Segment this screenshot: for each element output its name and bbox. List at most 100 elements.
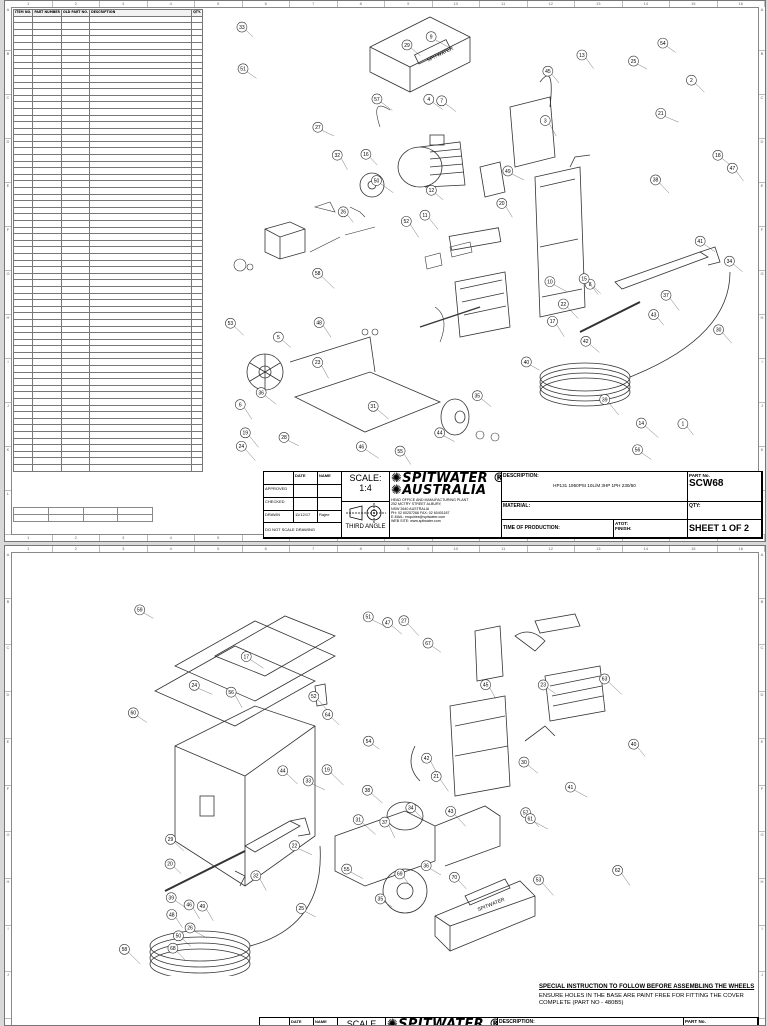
parts-list-row: [12, 226, 203, 235]
parts-list-row: [12, 167, 203, 175]
revision-table: [13, 507, 153, 522]
item-balloon: 5: [273, 331, 291, 348]
parts-list-row: [12, 384, 203, 393]
item-balloon: 15: [578, 273, 599, 295]
balloon-label: 17: [243, 654, 249, 660]
item-balloon: 44: [277, 765, 298, 785]
balloon-label: 39: [168, 895, 174, 901]
base-wheel-part: [246, 336, 470, 436]
parts-list-table: ITEM NO. PART NUMBER OLD PART NO. DESCRI…: [12, 9, 203, 472]
balloon-label: 25: [298, 906, 304, 912]
balloon-group: 1234567891011121314151617181920212223242…: [225, 21, 744, 465]
item-balloon: 16: [360, 148, 378, 166]
parts-list-row: [12, 121, 203, 129]
balloon-label: 8: [589, 282, 592, 288]
balloon-label: 42: [583, 339, 589, 345]
item-balloon: 24: [189, 680, 213, 695]
parts-list-row: [12, 444, 203, 452]
balloon-label: 63: [602, 677, 608, 683]
balloon-label: 23: [540, 683, 546, 689]
item-balloon: 28: [278, 432, 299, 446]
balloon-label: 31: [355, 817, 361, 823]
balloon-label: 24: [192, 683, 198, 689]
item-balloon: 4: [423, 94, 443, 110]
parts-list-row: [12, 193, 203, 202]
parts-list-row: [12, 325, 203, 334]
parts-list-row: [12, 404, 203, 413]
parts-list-row: [12, 285, 203, 294]
item-balloon: 44: [434, 427, 455, 442]
balloon-label: 57: [523, 811, 529, 817]
item-balloon: 33: [302, 775, 325, 791]
item-balloon: 6: [234, 399, 252, 420]
item-balloon: 35: [472, 390, 492, 407]
item-balloon: 26: [184, 922, 207, 939]
balloon-label: 69: [397, 872, 403, 878]
item-balloon: 41: [565, 781, 588, 798]
item-balloon: 32: [250, 870, 267, 891]
balloon-label: 35: [475, 393, 481, 399]
company-address: HEAD OFFICE AND MANUFACTURING PLANT 252 …: [391, 498, 500, 524]
balloon-label: 41: [568, 785, 574, 791]
parts-list-row: [12, 398, 203, 406]
balloon-label: 70: [452, 875, 458, 881]
balloon-label: 68: [170, 946, 176, 952]
balloon-label: 10: [547, 279, 553, 285]
balloon-label: 29: [168, 837, 174, 843]
parts-list-row: [12, 48, 203, 57]
item-balloon: 62: [612, 865, 631, 886]
item-balloon: 58: [119, 944, 141, 965]
parts-list-row: [12, 365, 203, 373]
balloon-label: 43: [651, 312, 657, 318]
parts-list-row: [12, 206, 203, 215]
balloon-label: 36: [423, 863, 429, 869]
item-balloon: 11: [419, 209, 439, 230]
parts-list-row: [12, 312, 203, 320]
cover-part: [369, 16, 471, 93]
parts-list-row: [12, 246, 203, 254]
balloon-label: 32: [334, 153, 340, 159]
balloon-label: 22: [561, 302, 567, 308]
parts-list-row: [12, 259, 203, 268]
parts-list-row: [12, 279, 203, 287]
item-balloon: 39: [165, 892, 185, 908]
item-balloon: 40: [628, 738, 646, 757]
balloon-label: 29: [404, 43, 410, 49]
atot-finish-cell: ATOT: FINISH:: [614, 520, 688, 538]
parts-list-row: [12, 134, 203, 142]
balloon-label: 19: [324, 768, 330, 774]
item-balloon: 30: [713, 324, 732, 344]
parts-list-row: [12, 94, 203, 103]
cover-logo-text-2: SPITWATER: [477, 897, 506, 913]
item-balloon: 46: [356, 441, 379, 459]
balloon-label: 30: [521, 760, 527, 766]
balloon-label: 56: [228, 690, 234, 696]
finish-label: FINISH:: [615, 526, 632, 531]
item-balloon: 43: [445, 806, 466, 827]
date-column-header-2: DATE: [290, 1018, 314, 1025]
item-balloon: 53: [225, 317, 244, 336]
parts-list-row: [12, 463, 203, 472]
item-balloon: 17: [547, 316, 565, 337]
item-balloon: 23: [312, 357, 329, 379]
balloon-label: 27: [315, 125, 321, 131]
item-balloon: 47: [727, 162, 744, 182]
company-logo: ✺SPITWATER ®: [391, 472, 501, 485]
balloon-label: 58: [122, 947, 128, 953]
drawn-label: DRAWN: [264, 511, 294, 523]
balloon-label: 26: [340, 210, 346, 216]
item-balloon: 21: [655, 108, 679, 123]
logo-star-icon-2: ✺: [391, 483, 403, 498]
special-instruction-note: SPECIAL INSTRUCTION TO FOLLOW BEFORE ASS…: [539, 984, 763, 1006]
item-balloon: 39: [599, 394, 619, 416]
material-label: MATERIAL:: [502, 502, 688, 520]
item-balloon: 29: [401, 39, 421, 57]
item-balloon: 46: [183, 899, 200, 920]
balloon-label: 49: [200, 904, 206, 910]
item-balloon: 63: [599, 673, 622, 695]
parts-list-body: [12, 15, 203, 472]
item-balloon: 12: [426, 184, 444, 200]
item-balloon: 23: [537, 679, 556, 694]
tray-part-2: [544, 665, 606, 722]
